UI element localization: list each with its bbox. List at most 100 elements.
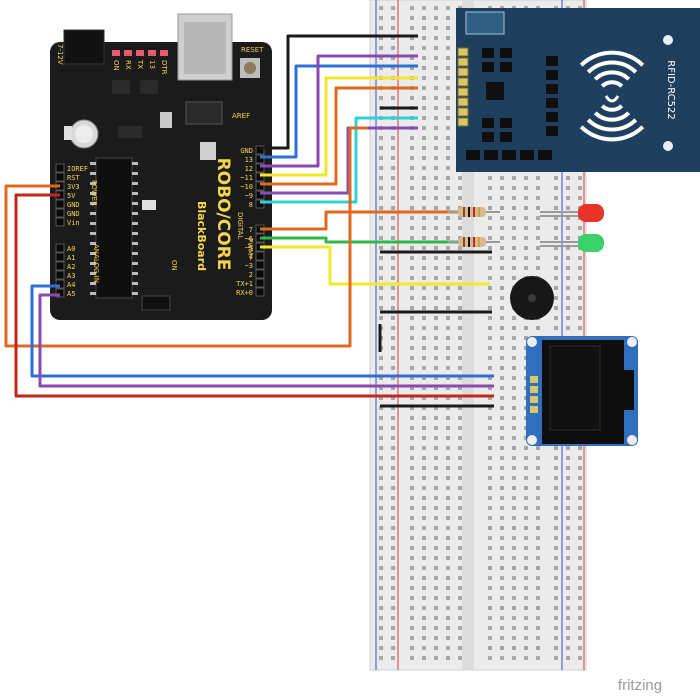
digital-header-pin[interactable]	[255, 278, 265, 288]
digital-header-pin[interactable]	[255, 154, 265, 164]
analog-header-pin[interactable]	[55, 279, 65, 289]
breadboard-hole	[554, 626, 558, 630]
analog-header-pin[interactable]	[55, 270, 65, 280]
breadboard-hole	[536, 516, 540, 520]
analog-header-pin[interactable]	[55, 252, 65, 262]
rfid-pin[interactable]	[457, 87, 469, 97]
breadboard-hole	[554, 546, 558, 550]
breadboard-hole	[446, 376, 450, 380]
breadboard-hole	[488, 596, 492, 600]
breadboard-hole	[488, 266, 492, 270]
wire	[30, 284, 494, 378]
breadboard-hole	[446, 56, 450, 60]
breadboard-hole	[458, 476, 462, 480]
breadboard-hole	[536, 496, 540, 500]
breadboard-hole	[422, 406, 426, 410]
rfid-pin[interactable]	[457, 77, 469, 87]
digital-header-pin[interactable]	[255, 199, 265, 209]
breadboard-hole	[434, 446, 438, 450]
analog-header-label: A0	[67, 245, 75, 253]
breadboard-hole	[566, 626, 570, 630]
breadboard-hole	[434, 236, 438, 240]
rfid-pin[interactable]	[457, 107, 469, 117]
resistor-band	[478, 207, 480, 217]
breadboard-hole	[379, 206, 383, 210]
breadboard-hole	[512, 546, 516, 550]
breadboard-hole	[422, 96, 426, 100]
oled-pin[interactable]	[530, 376, 538, 383]
breadboard-hole	[391, 646, 395, 650]
breadboard-hole	[391, 256, 395, 260]
breadboard-hole	[410, 416, 414, 420]
power-header-pin[interactable]	[55, 172, 65, 182]
breadboard-hole	[410, 186, 414, 190]
rfid-pin[interactable]	[457, 57, 469, 67]
power-header-pin[interactable]	[55, 163, 65, 173]
breadboard-hole	[410, 276, 414, 280]
breadboard-hole	[536, 616, 540, 620]
breadboard-hole	[554, 596, 558, 600]
breadboard-hole	[488, 436, 492, 440]
breadboard-hole	[434, 226, 438, 230]
breadboard-hole	[524, 486, 528, 490]
analog-header-pin[interactable]	[55, 288, 65, 298]
breadboard-hole	[379, 586, 383, 590]
rfid-pin[interactable]	[457, 67, 469, 77]
digital-header-pin[interactable]	[255, 260, 265, 270]
breadboard-hole	[391, 406, 395, 410]
digital-header-pin[interactable]	[255, 251, 265, 261]
power-header-pin[interactable]	[55, 208, 65, 218]
breadboard-hole	[512, 576, 516, 580]
rfid-pin[interactable]	[457, 97, 469, 107]
breadboard-hole	[446, 506, 450, 510]
breadboard-hole	[410, 16, 414, 20]
wire	[260, 54, 418, 168]
digital-header-pin[interactable]	[255, 181, 265, 191]
breadboard-hole	[500, 266, 504, 270]
breadboard-hole	[391, 276, 395, 280]
breadboard-hole	[578, 286, 582, 290]
breadboard-hole	[379, 386, 383, 390]
breadboard-hole	[458, 536, 462, 540]
digital-header-pin[interactable]	[255, 269, 265, 279]
breadboard-hole	[488, 506, 492, 510]
digital-header-pin[interactable]	[255, 163, 265, 173]
smd-component	[546, 126, 558, 136]
breadboard-hole	[379, 266, 383, 270]
breadboard-hole	[379, 546, 383, 550]
breadboard-hole	[488, 326, 492, 330]
oled-pin[interactable]	[530, 406, 538, 413]
breadboard-hole	[379, 56, 383, 60]
rfid-pin[interactable]	[457, 47, 469, 57]
breadboard-hole	[410, 176, 414, 180]
breadboard-hole	[536, 646, 540, 650]
analog-header-pin[interactable]	[55, 243, 65, 253]
breadboard-hole	[554, 646, 558, 650]
breadboard-hole	[512, 236, 516, 240]
smd-component	[502, 150, 516, 160]
breadboard-hole	[391, 366, 395, 370]
smd-component	[500, 132, 512, 142]
breadboard-hole	[524, 186, 528, 190]
power-header-pin[interactable]	[55, 199, 65, 209]
breadboard-hole	[422, 126, 426, 130]
oled-pin[interactable]	[530, 386, 538, 393]
digital-header-pin[interactable]	[255, 190, 265, 200]
breadboard-hole	[379, 536, 383, 540]
breadboard-hole	[566, 186, 570, 190]
digital-header-pin[interactable]	[255, 287, 265, 297]
digital-header-pin[interactable]	[255, 145, 265, 155]
power-header-pin[interactable]	[55, 217, 65, 227]
rfid-pin[interactable]	[457, 117, 469, 127]
oled-pin[interactable]	[530, 396, 538, 403]
power-header-label: GND	[67, 210, 80, 218]
breadboard-hole	[422, 146, 426, 150]
breadboard-hole	[554, 296, 558, 300]
breadboard-hole	[391, 46, 395, 50]
breadboard-hole	[536, 576, 540, 580]
breadboard-hole	[410, 606, 414, 610]
breadboard-hole	[458, 566, 462, 570]
digital-header-pin[interactable]	[255, 172, 265, 182]
chip-pin	[132, 292, 138, 295]
analog-header-pin[interactable]	[55, 261, 65, 271]
